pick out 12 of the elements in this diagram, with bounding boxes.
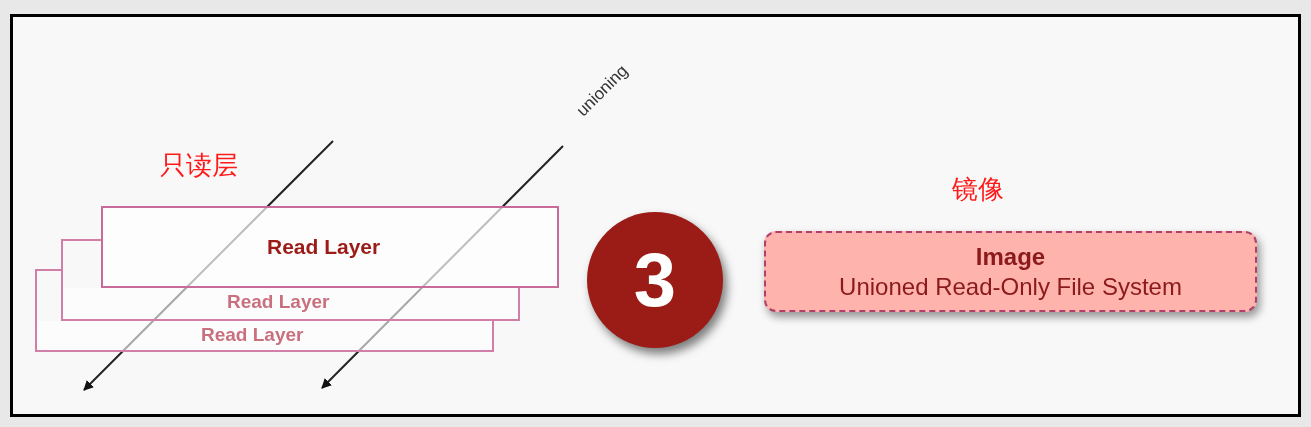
box-title: Read Layer [200, 323, 305, 344]
node-label: 只读层 [160, 149, 238, 182]
box-title: Read Layer [266, 234, 382, 257]
box-title: Image [975, 241, 1046, 272]
layer-box [101, 206, 559, 288]
layer-box [35, 321, 494, 352]
layer-box [61, 288, 520, 321]
box-title: Read Layer [226, 290, 331, 311]
box-subtitle: Unioned Read-Only File System [839, 271, 1182, 302]
image-box [764, 231, 1257, 312]
step-number: 3 [633, 242, 677, 318]
node-label: 镜像 [952, 173, 1004, 206]
